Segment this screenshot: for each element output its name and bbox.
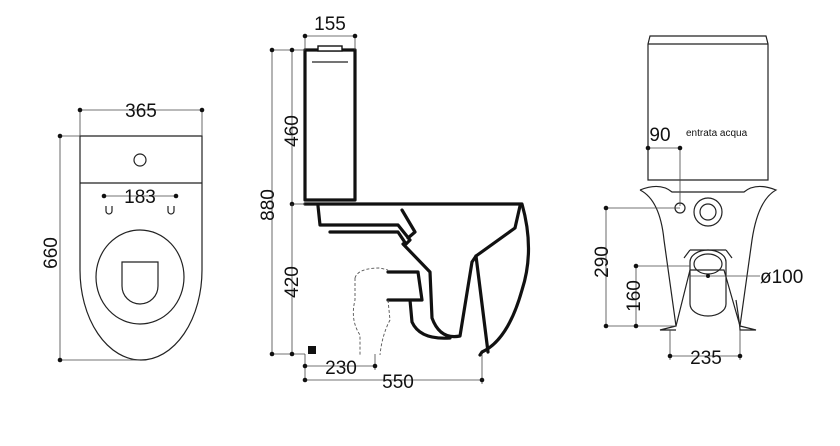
inlet-offset-dimension: 90: [649, 125, 670, 146]
cistern-depth-dimension: 155: [314, 14, 346, 35]
outlet-distance-dimension: 230: [325, 358, 357, 379]
outlet-diameter-dimension: ø100: [760, 267, 803, 288]
top-view-tap-hole: [133, 153, 147, 167]
side-view: 155 880 460 420 230 550: [258, 14, 531, 393]
rear-view-tank-connection: [693, 197, 723, 227]
top-width-dimension: 365: [125, 101, 157, 122]
flush-button: [317, 45, 343, 52]
cistern-height-dimension: 460: [282, 115, 303, 147]
rear-view-bowl: [639, 185, 778, 331]
inlet-height-dimension: 290: [592, 246, 613, 278]
side-view-cistern: [303, 48, 357, 202]
side-view-bowl-outer: [303, 202, 531, 357]
total-height-dimension: 880: [258, 189, 279, 221]
outlet-height-dimension: 160: [624, 280, 645, 312]
side-view-trapway: [386, 270, 452, 340]
top-view: 365 183 660: [41, 101, 205, 363]
total-depth-dimension: 550: [382, 372, 414, 393]
top-view-bowl-well: [121, 261, 159, 305]
top-view-bowl-rim: [95, 229, 185, 325]
top-view-outline: [79, 135, 203, 361]
bowl-height-dimension: 420: [282, 266, 303, 298]
side-view-bowl-inner: [316, 204, 522, 339]
top-depth-dimension: 660: [41, 237, 62, 269]
seat-fixing-hole-left: [105, 206, 113, 215]
seat-hole-spacing-dimension: 183: [124, 187, 156, 208]
rear-view-outlet: [689, 249, 727, 317]
side-view-floor-bolt: [308, 346, 316, 354]
rear-view-cistern: [647, 35, 769, 181]
rear-view: 90 entrata acqua 290 160 ø100 235: [592, 35, 803, 369]
base-width-dimension: 235: [690, 348, 722, 369]
side-view-floor-outlet: [352, 267, 391, 356]
inlet-note: entrata acqua: [686, 128, 748, 139]
seat-fixing-hole-right: [167, 206, 175, 215]
